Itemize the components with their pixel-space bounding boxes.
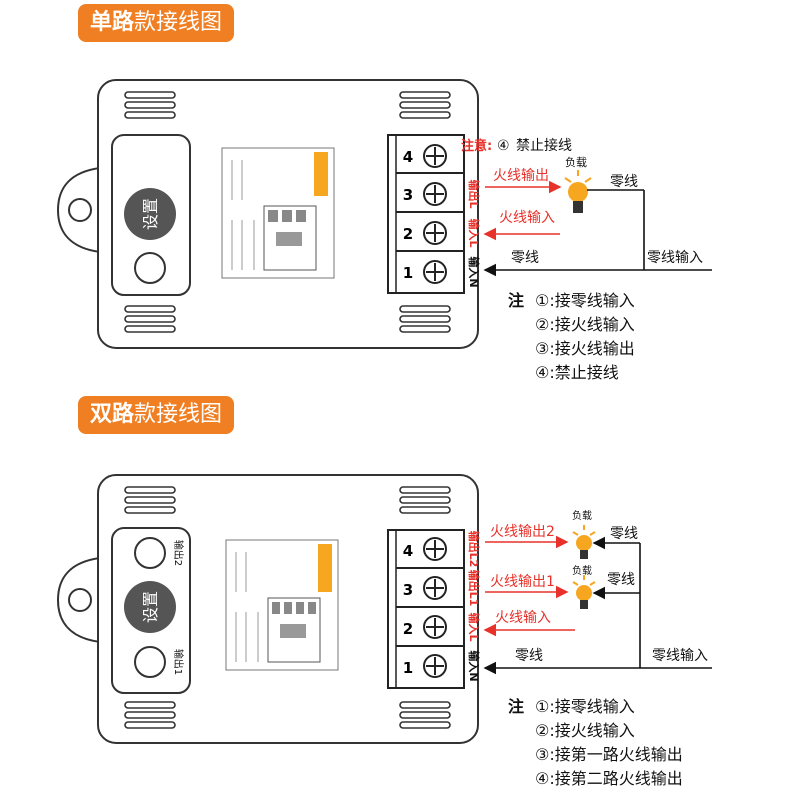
led-window-1 xyxy=(134,646,166,678)
note-2: ②:接火线输入 xyxy=(535,721,635,740)
single-device: 设置 4 3 2 1 输出L 输入L xyxy=(56,79,481,349)
label-tag xyxy=(318,544,332,592)
double-wiring: 火线输出2 火线输出1 火线输入 负载 零线 负载 零线 零线 零线输入 注 ①… xyxy=(483,509,712,788)
label-tag xyxy=(314,152,328,196)
double-device: 输出2 设置 输出1 4 3 2 1 输出L xyxy=(56,474,481,744)
vent-slots xyxy=(124,486,451,729)
side-label-in-l: 输入L xyxy=(467,218,481,247)
side-label-in-n: 输入N xyxy=(467,650,481,681)
side-label-in-l: 输入L xyxy=(467,612,481,641)
led-window xyxy=(134,252,166,284)
terminal-number-4: 4 xyxy=(403,148,413,166)
note-3: ③:接火线输出 xyxy=(535,339,635,358)
side-label-out: 输出L xyxy=(467,179,481,208)
single-banner: 单路款接线图 xyxy=(78,4,235,42)
bulb-icon xyxy=(564,170,592,213)
neutral-right-label-2: 零线 xyxy=(610,526,638,542)
terminal-number-1: 1 xyxy=(403,264,413,282)
set-button-label: 设置 xyxy=(141,591,160,623)
double-banner: 双路款接线图 xyxy=(78,396,235,434)
note-1: ①:接零线输入 xyxy=(535,291,635,310)
mounting-hole xyxy=(68,198,92,222)
fire-in-label: 火线输入 xyxy=(499,210,555,226)
single-banner-bold: 单路 xyxy=(90,10,135,35)
fire-out1-label: 火线输出1 xyxy=(490,574,555,590)
fire-out2-label: 火线输出2 xyxy=(490,524,555,540)
neutral-label: 零线 xyxy=(515,648,543,664)
warning-label: 注意: xyxy=(461,138,492,154)
terminal-number-2: 2 xyxy=(403,620,413,638)
side-label-out-l2: 输出L2 xyxy=(467,531,481,568)
mounting-hole xyxy=(68,588,92,612)
load-label: 负载 xyxy=(565,155,587,169)
note-4: ④:禁止接线 xyxy=(535,363,619,382)
notes-title: 注 xyxy=(508,697,524,716)
fire-in-label: 火线输入 xyxy=(495,610,551,626)
bulb-icon xyxy=(572,525,596,559)
terminal-number-4: 4 xyxy=(403,542,413,560)
notes-title: 注 xyxy=(508,291,524,310)
note-4: ④:接第二路火线输出 xyxy=(535,769,683,788)
load-label-1: 负载 xyxy=(572,564,592,577)
neutral-label: 零线 xyxy=(511,250,539,266)
note-3: ③:接第一路火线输出 xyxy=(535,745,683,764)
vent-slots xyxy=(124,91,451,333)
led-window-2 xyxy=(134,537,166,569)
set-button[interactable] xyxy=(124,581,176,633)
bulb-icon xyxy=(572,575,596,609)
single-wiring: 注意: ④ 禁止接线 火线输出 火线输入 负载 零线 零线 零线输入 注 ①:接… xyxy=(461,137,712,382)
terminal-number-2: 2 xyxy=(403,225,413,243)
single-terminals xyxy=(396,172,464,252)
warning-number: ④ xyxy=(497,138,510,154)
set-button-label: 设置 xyxy=(141,198,160,230)
neutral-input-label: 零线输入 xyxy=(647,250,703,266)
side-label-in-n: 输入N xyxy=(467,256,481,287)
load-label-2: 负载 xyxy=(572,509,592,522)
neutral-input-label: 零线输入 xyxy=(652,648,708,664)
terminal-number-3: 3 xyxy=(403,581,413,599)
warning-text: 禁止接线 xyxy=(516,137,572,154)
note-1: ①:接零线输入 xyxy=(535,697,635,716)
terminal-number-1: 1 xyxy=(403,659,413,677)
fire-out-label: 火线输出 xyxy=(493,168,549,184)
out2-label: 输出2 xyxy=(172,540,185,566)
note-2: ②:接火线输入 xyxy=(535,315,635,334)
out1-label: 输出1 xyxy=(172,649,185,675)
terminal-number-3: 3 xyxy=(403,186,413,204)
set-button[interactable] xyxy=(124,188,176,240)
side-label-out-l1: 输出L1 xyxy=(467,570,481,607)
double-banner-rest: 款接线图 xyxy=(134,402,223,427)
neutral-right-label-1: 零线 xyxy=(607,572,635,588)
neutral-right-label: 零线 xyxy=(610,174,638,190)
single-banner-rest: 款接线图 xyxy=(134,10,223,35)
double-banner-bold: 双路 xyxy=(90,402,135,427)
